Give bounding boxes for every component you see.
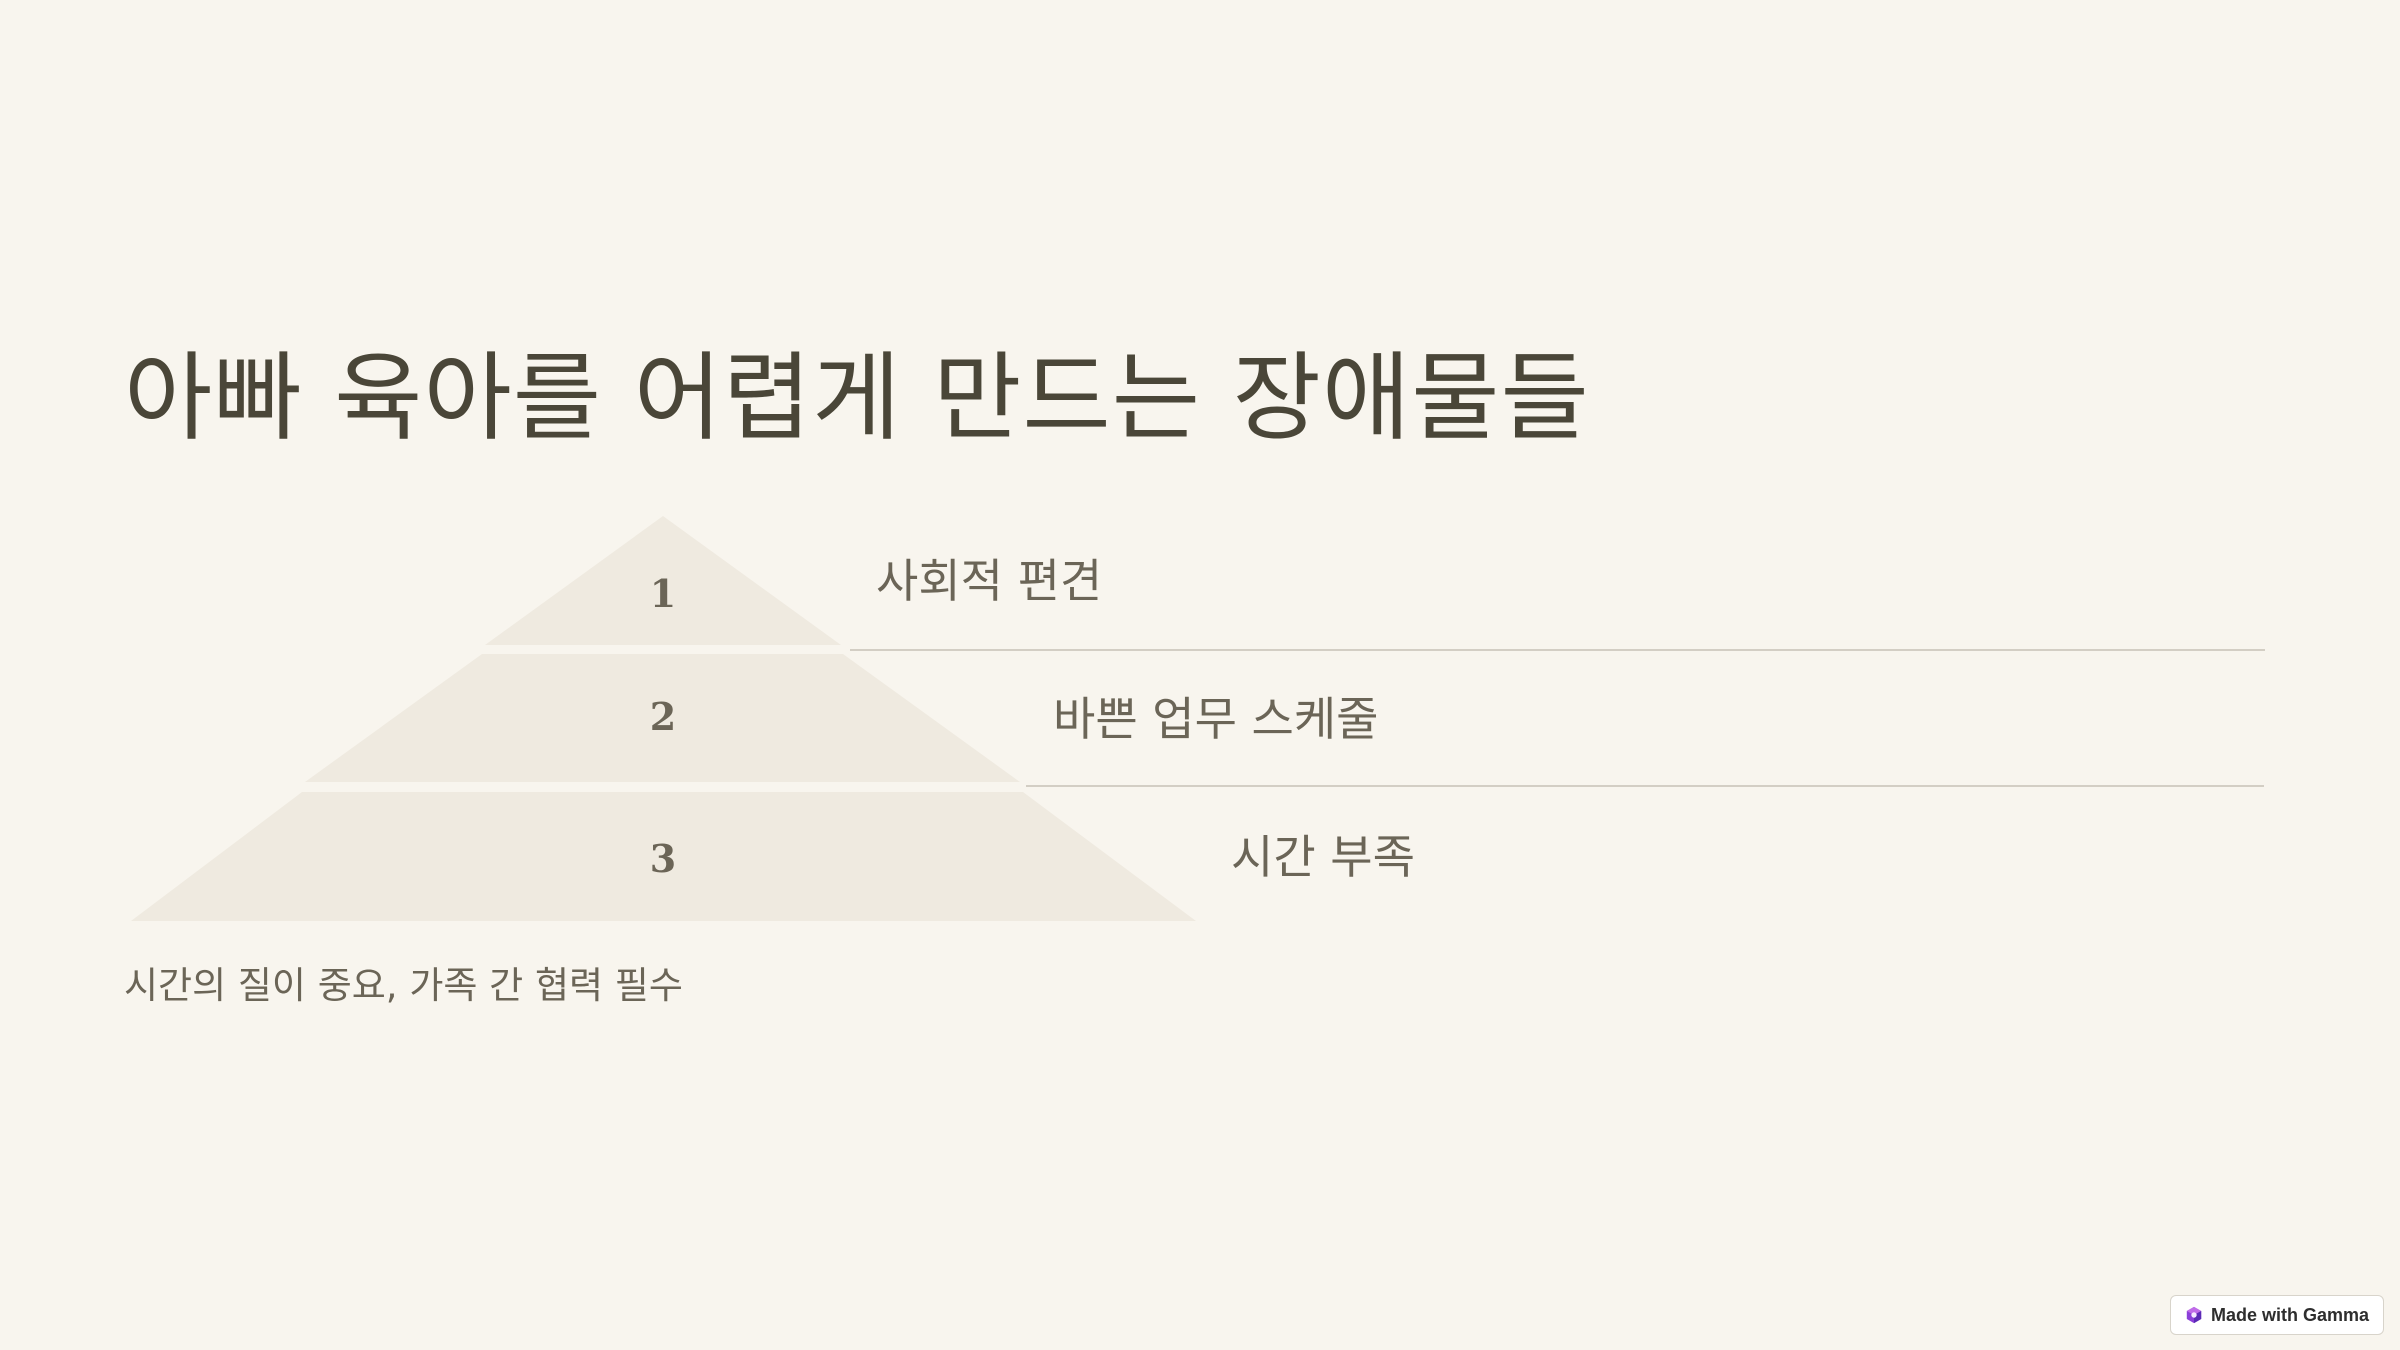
step-number-2: 2 — [650, 694, 676, 739]
divider-1 — [850, 649, 2265, 651]
pyramid-layer-1 — [485, 516, 841, 645]
pyramid-layer-2 — [305, 654, 1020, 782]
slide-title: 아빠 육아를 어렵게 만드는 장애물들 — [124, 342, 1590, 454]
footnote: 시간의 질이 중요, 가족 간 협력 필수 — [124, 964, 683, 1007]
made-with-gamma-badge[interactable]: Made with Gamma — [2170, 1295, 2384, 1335]
step-number-1: 1 — [650, 571, 676, 616]
gamma-logo-icon — [2186, 1306, 2202, 1324]
badge-label: Made with Gamma — [2211, 1304, 2370, 1325]
layer-label-2: 바쁜 업무 스케줄 — [1053, 692, 1379, 746]
layer-label-1: 사회적 편견 — [876, 554, 1103, 608]
divider-2 — [1026, 785, 2264, 787]
step-number-3: 3 — [650, 836, 676, 881]
layer-label-3: 시간 부족 — [1231, 830, 1415, 884]
pyramid-layer-3 — [131, 792, 1196, 921]
